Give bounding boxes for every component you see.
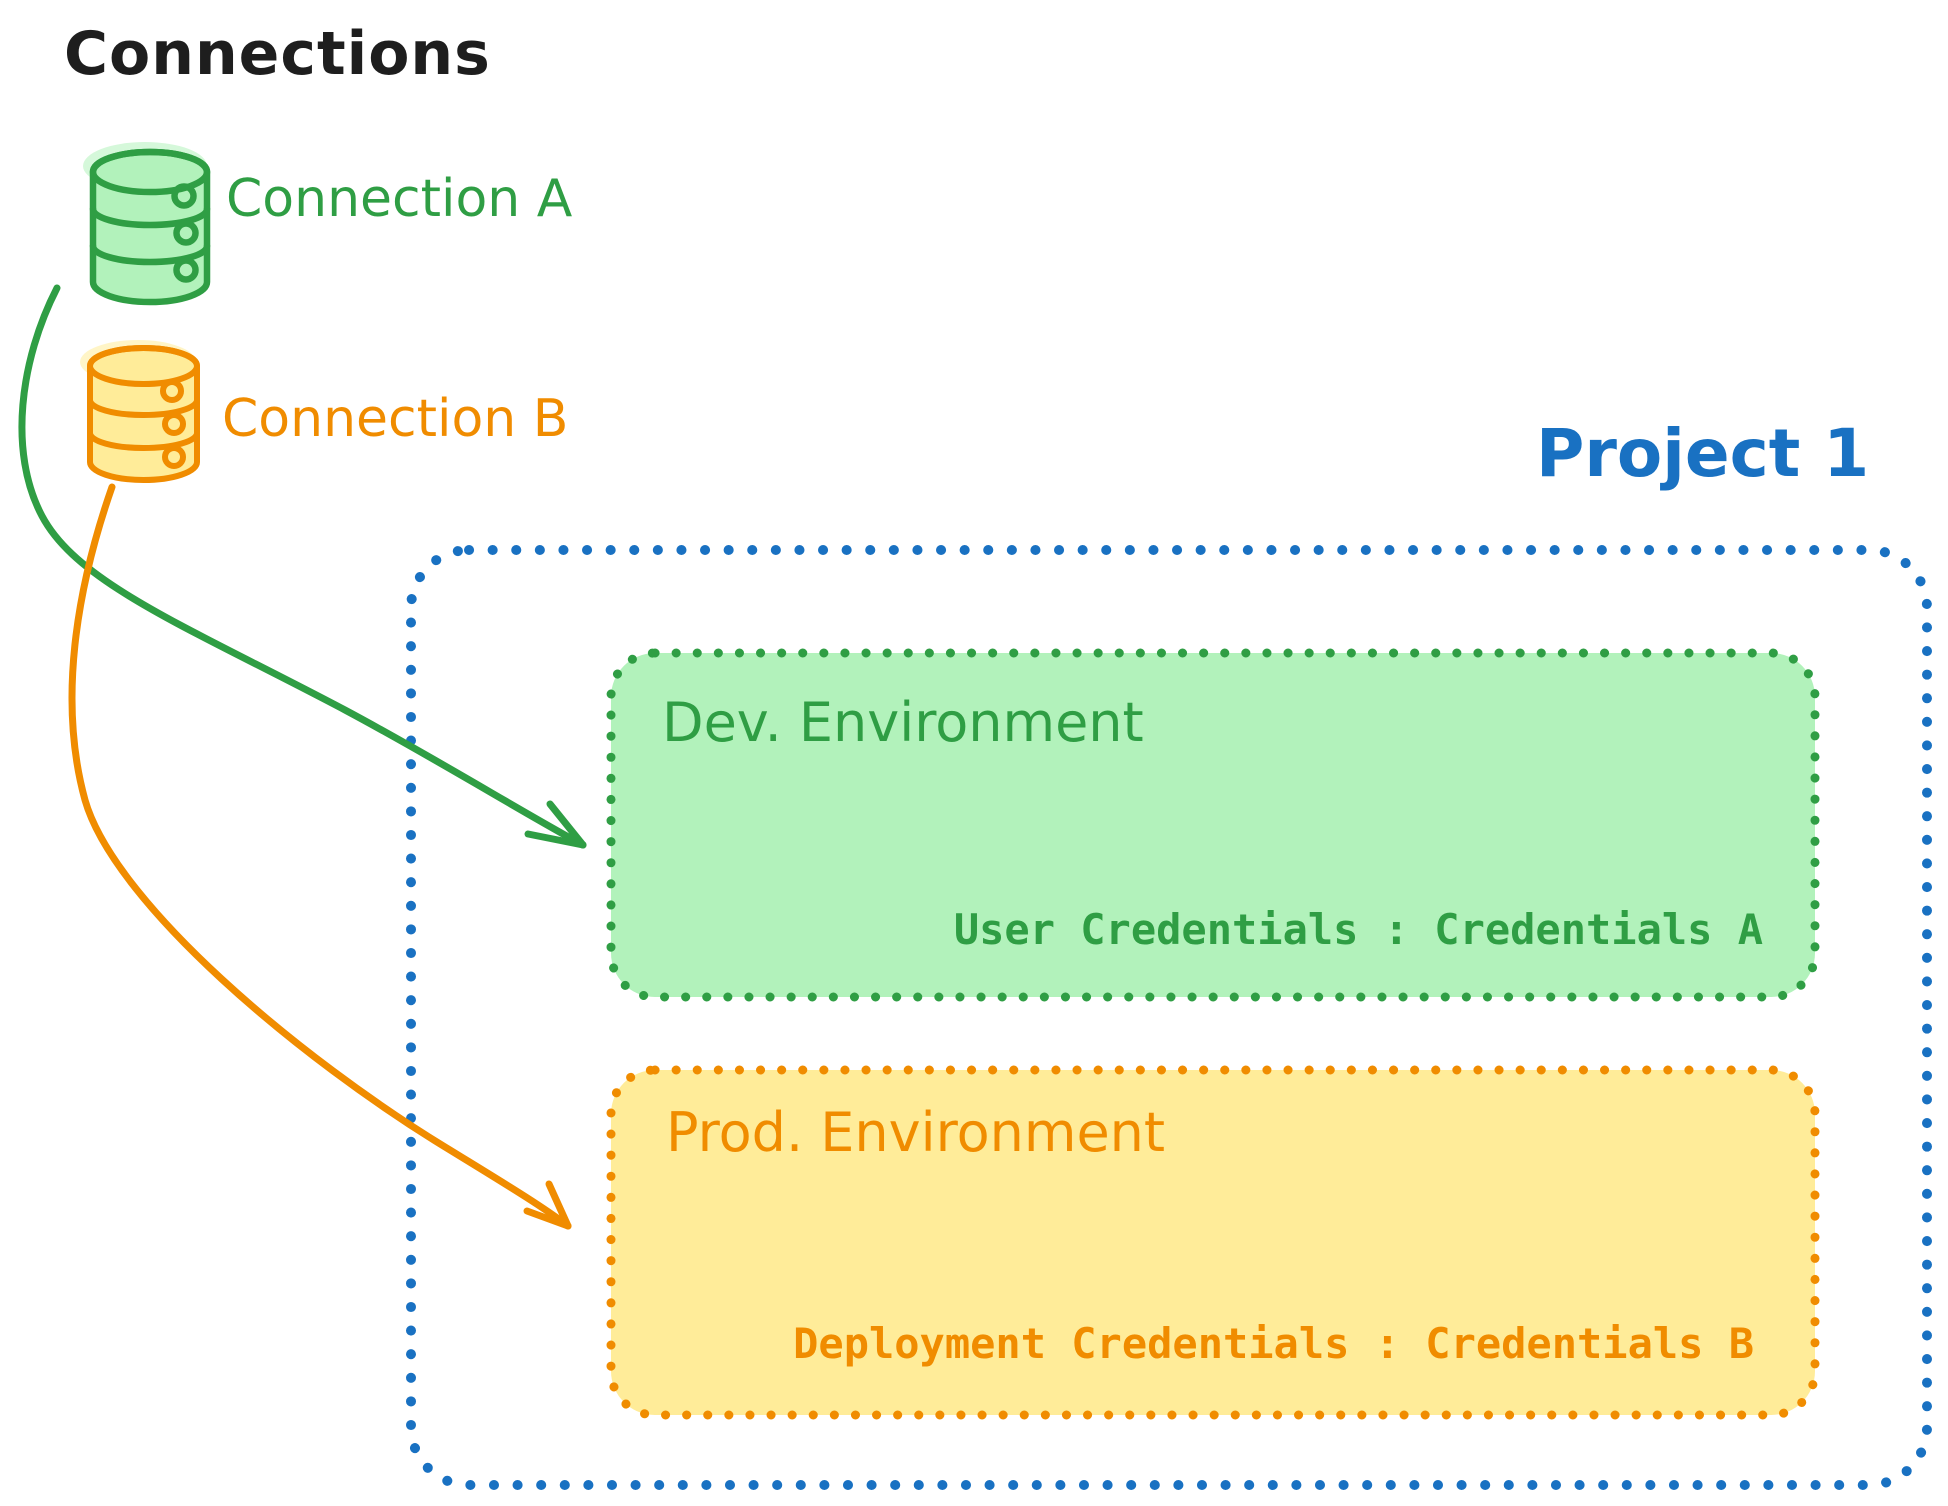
edge-connection-a-to-dev-arrow xyxy=(18,284,587,849)
connection-b-label: Connection B xyxy=(222,389,569,449)
dev-environment-credentials: User Credentials : Credentials A xyxy=(953,905,1763,954)
dev-environment-heading: Dev. Environment xyxy=(662,691,1144,754)
project-title: Project 1 xyxy=(1536,415,1870,492)
prod-environment-credentials: Deployment Credentials : Credentials B xyxy=(793,1319,1754,1368)
connections-heading: Connections xyxy=(64,19,491,89)
connection-a-label: Connection A xyxy=(226,169,573,229)
connection-a-database-icon xyxy=(83,142,211,306)
dev-environment-box xyxy=(606,648,1820,1002)
prod-environment-heading: Prod. Environment xyxy=(666,1101,1166,1164)
connection-b-database-icon xyxy=(80,340,200,483)
prod-environment-box xyxy=(606,1065,1820,1420)
edge-connection-b-to-prod-arrow xyxy=(68,483,572,1230)
